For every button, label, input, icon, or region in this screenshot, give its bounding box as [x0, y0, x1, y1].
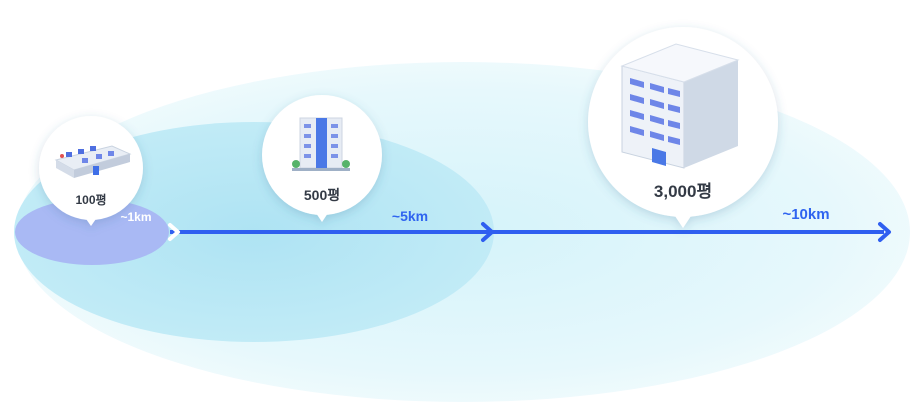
range-label-5km: ~5km — [391, 208, 429, 224]
inner-coverage-zone — [15, 199, 169, 265]
large-building-icon — [620, 43, 740, 169]
long-range-arrow — [170, 222, 891, 242]
range-label-10km: ~10km — [782, 206, 830, 223]
area-label-100: 100평 — [75, 193, 107, 207]
area-label-3000: 3,000평 — [653, 182, 713, 201]
area-label-500: 500평 — [303, 187, 341, 203]
short-range-arrow — [98, 223, 180, 241]
range-label-1km: ~1km — [120, 210, 152, 224]
office-floor-icon — [54, 145, 132, 178]
small-building-icon — [292, 117, 350, 171]
